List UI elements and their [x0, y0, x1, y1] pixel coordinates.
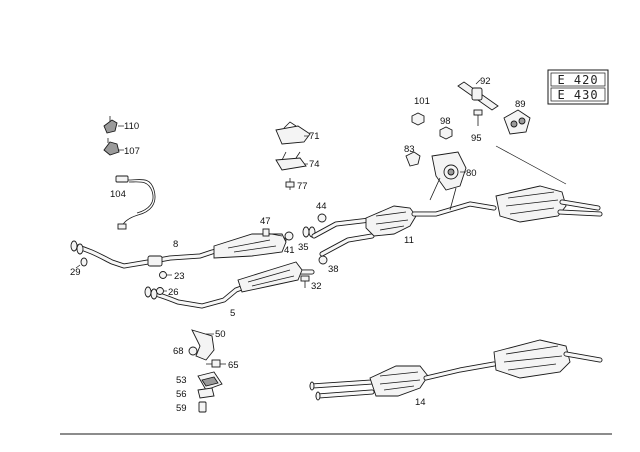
model-badge-e420: E 420 — [557, 73, 598, 87]
callout-41: 41 — [284, 245, 295, 256]
callout-68: 68 — [173, 346, 184, 357]
part-8-front-pipe-catalyst — [70, 233, 287, 269]
part-74-bracket — [275, 151, 307, 171]
part-92-hanger — [457, 81, 499, 111]
callout-104: 104 — [110, 189, 126, 200]
callout-8: 8 — [173, 239, 178, 250]
part-59-bolt — [198, 401, 207, 413]
callout-74: 74 — [309, 159, 320, 170]
part-68-nut — [188, 346, 198, 356]
part-41-clamp — [284, 231, 294, 241]
part-56-plate — [197, 387, 215, 399]
part-89-rubber-mount — [503, 109, 531, 135]
callout-26: 26 — [168, 287, 179, 298]
callout-101: 101 — [414, 96, 430, 107]
part-14-complete-rear-system — [309, 339, 603, 401]
part-32-bolt — [300, 275, 310, 288]
callout-77: 77 — [297, 181, 308, 192]
part-110-clip — [103, 116, 118, 134]
callout-98: 98 — [440, 116, 451, 127]
part-5-front-pipe-catalyst — [144, 261, 315, 309]
callout-50: 50 — [215, 329, 226, 340]
callout-65: 65 — [228, 360, 239, 371]
callout-56: 56 — [176, 389, 187, 400]
part-101-nut — [411, 112, 425, 126]
part-107-clip — [103, 138, 120, 156]
callout-32: 32 — [311, 281, 322, 292]
callout-107: 107 — [124, 146, 140, 157]
callout-47: 47 — [260, 216, 271, 227]
part-104-oxygen-sensor — [115, 175, 156, 230]
callout-59: 59 — [176, 403, 187, 414]
callout-92: 92 — [480, 76, 491, 87]
callout-110: 110 — [124, 121, 139, 132]
callout-89: 89 — [515, 99, 526, 110]
callout-35: 35 — [298, 242, 309, 253]
model-badge-box: E 420 E 430 — [547, 69, 609, 105]
part-71-bracket — [275, 121, 311, 145]
callout-23: 23 — [174, 271, 185, 282]
callout-5: 5 — [230, 308, 235, 319]
callout-38: 38 — [328, 264, 339, 275]
part-29-gasket — [80, 257, 88, 267]
callout-95: 95 — [471, 133, 482, 144]
part-11-middle-pipe — [311, 201, 497, 257]
callout-29: 29 — [70, 267, 81, 278]
model-badge-e430: E 430 — [557, 88, 598, 102]
part-80-mounting-bracket — [429, 151, 467, 211]
part-26-nut — [156, 287, 164, 295]
callout-53: 53 — [176, 375, 187, 386]
part-77-bolt — [285, 178, 295, 190]
part-98-nut — [439, 126, 453, 140]
callout-labels: 8 5 11 14 23 26 29 32 35 38 41 44 47 50 … — [70, 76, 526, 414]
part-23-nut — [159, 271, 167, 279]
part-44-gasket — [317, 213, 327, 223]
callout-14: 14 — [415, 397, 426, 408]
callout-11: 11 — [404, 235, 414, 246]
part-50-bracket — [191, 329, 215, 361]
part-65-bolt — [206, 359, 226, 368]
part-38-gasket — [318, 255, 328, 265]
part-95-bolt — [473, 109, 483, 126]
callout-71: 71 — [309, 131, 320, 142]
callout-80: 80 — [466, 168, 477, 179]
rear-muffler-assembly — [495, 185, 603, 223]
callout-44: 44 — [316, 201, 327, 212]
callout-83: 83 — [404, 144, 415, 155]
part-83-bolt — [405, 151, 421, 167]
part-47-bolt — [262, 228, 283, 237]
part-53-rubber-mount — [197, 371, 223, 391]
part-35-gasket — [302, 226, 316, 238]
